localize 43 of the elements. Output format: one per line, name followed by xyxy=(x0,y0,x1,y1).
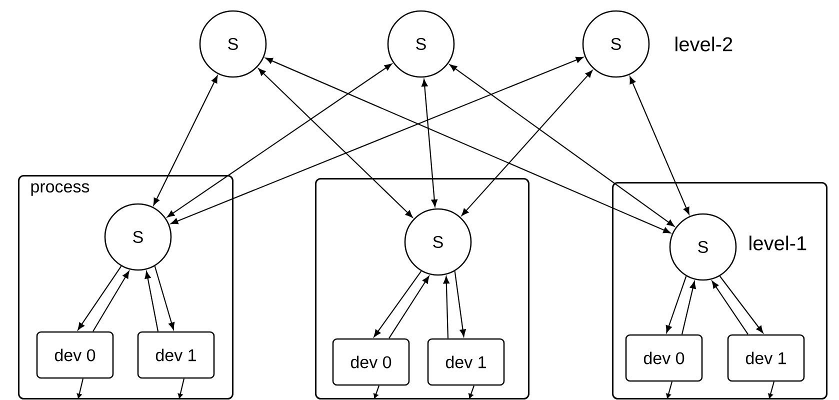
arrow xyxy=(666,382,673,399)
arrow xyxy=(258,68,413,218)
arrow xyxy=(461,70,593,216)
arrow xyxy=(154,266,175,330)
arrow xyxy=(374,270,422,338)
arrow xyxy=(265,58,671,234)
arrow xyxy=(144,271,159,332)
circle-node: S xyxy=(582,10,650,78)
arrow xyxy=(153,76,218,206)
arrow xyxy=(374,385,380,399)
arrow xyxy=(76,378,84,398)
arrow xyxy=(681,281,696,334)
device-box: dev 1 xyxy=(137,331,215,379)
device-box: dev 1 xyxy=(727,334,805,382)
arrow xyxy=(630,76,690,215)
circle-node: S xyxy=(404,208,472,276)
process-box xyxy=(315,178,530,400)
circle-node: S xyxy=(669,213,737,281)
device-box: dev 1 xyxy=(427,338,505,386)
arrow xyxy=(92,270,130,332)
process-box xyxy=(612,182,828,400)
arrow xyxy=(422,79,438,207)
arrow xyxy=(768,382,775,399)
circle-node: S xyxy=(387,10,455,78)
arrow xyxy=(170,56,584,224)
arrow xyxy=(78,266,122,330)
arrow xyxy=(450,64,674,227)
arrow xyxy=(666,276,687,333)
circle-node: S xyxy=(104,203,172,271)
arrow xyxy=(719,276,764,334)
level-label: level-1 xyxy=(750,236,806,250)
arrow xyxy=(178,378,185,398)
arrow xyxy=(454,271,466,337)
arrow xyxy=(443,276,450,338)
circle-node: S xyxy=(199,10,267,78)
level-label: level-2 xyxy=(676,36,732,52)
arrow xyxy=(388,276,430,339)
arrow xyxy=(712,280,748,335)
device-box: dev 0 xyxy=(625,334,703,382)
arrow xyxy=(468,385,475,399)
device-box: dev 0 xyxy=(332,338,410,386)
device-box: dev 0 xyxy=(36,331,114,379)
arrow xyxy=(167,64,392,218)
